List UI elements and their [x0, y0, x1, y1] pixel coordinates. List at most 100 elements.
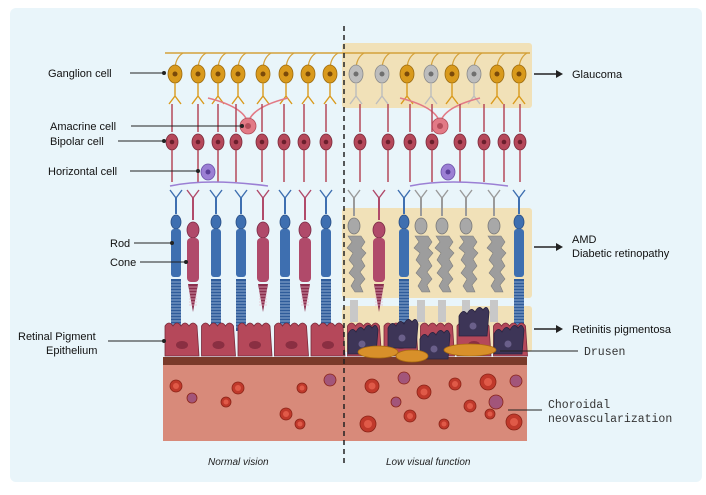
label-amd: AMD — [572, 234, 597, 246]
ganglion-nucleus — [471, 71, 477, 77]
rpe-nucleus — [322, 341, 334, 349]
ganglion-dendrite — [445, 83, 459, 105]
damaged-rpe-cluster — [458, 307, 490, 337]
ganglion-nucleus — [353, 71, 359, 77]
arrowhead-amd — [556, 243, 563, 251]
damaged-rpe-cluster — [493, 325, 525, 355]
ganglion-nucleus — [195, 71, 201, 77]
damaged-rpe-nucleus — [398, 334, 406, 342]
cone-outer-segment — [188, 284, 198, 312]
cone-inner-segment — [187, 238, 199, 282]
choroidal-vessel — [488, 394, 504, 410]
bipolar-nucleus — [501, 139, 507, 145]
damaged-rpe-cluster — [419, 330, 451, 360]
vessel-lumen — [484, 378, 492, 386]
bipolar-nucleus — [457, 139, 463, 145]
pointer-dot-horizontal — [196, 169, 200, 173]
label-rod: Rod — [110, 238, 130, 250]
rod-outer-segment — [236, 279, 246, 331]
degenerated-nucleus — [414, 217, 428, 235]
rod-outer-segment — [399, 279, 409, 331]
cone-nucleus — [372, 221, 386, 239]
caption-normal-vision: Normal vision — [208, 457, 269, 468]
ganglion-nucleus — [327, 71, 333, 77]
rod-nucleus — [320, 214, 332, 230]
rod-outer-segment — [171, 279, 181, 331]
vessel-lumen — [452, 381, 458, 387]
retinal-cells — [165, 64, 527, 331]
bipolar-nucleus — [281, 139, 287, 145]
ganglion-dendrite — [301, 83, 315, 105]
ganglion-nucleus — [172, 71, 178, 77]
ganglion-nucleus — [449, 71, 455, 77]
rod-nucleus — [279, 214, 291, 230]
rpe-cell — [274, 322, 309, 357]
bipolar-nucleus — [233, 139, 239, 145]
label-ganglion-cell: Ganglion cell — [48, 68, 112, 80]
bipolar-nucleus — [481, 139, 487, 145]
bipolar-nucleus — [259, 139, 265, 145]
rpe-cell — [164, 322, 200, 357]
damaged-rpe-nucleus — [358, 340, 366, 348]
ganglion-nucleus — [379, 71, 385, 77]
ganglion-dendrite — [256, 83, 270, 105]
right-labels: Glaucoma AMD Diabetic retinopathy Retini… — [500, 69, 672, 426]
ganglion-dendrite — [323, 83, 337, 105]
ganglion-nucleus — [404, 71, 410, 77]
rod-outer-segment — [514, 279, 524, 331]
rpe-cell — [201, 322, 236, 357]
degenerated-nucleus — [459, 217, 473, 235]
label-horizontal-cell: Horizontal cell — [48, 166, 117, 178]
label-bipolar-cell: Bipolar cell — [50, 136, 104, 148]
vessel-lumen — [297, 421, 303, 427]
rpe-nucleus — [285, 341, 298, 349]
rpe-nucleus — [176, 341, 188, 349]
rod-inner-segment — [211, 229, 221, 277]
degenerated-outer-segment — [417, 300, 425, 322]
ganglion-nucleus — [428, 71, 434, 77]
ganglion-dendrite — [424, 83, 438, 105]
ganglion-nucleus — [215, 71, 221, 77]
ganglion-nucleus — [283, 71, 289, 77]
degenerated-segment — [434, 235, 455, 293]
rod-inner-segment — [399, 229, 409, 277]
drusen-deposit — [443, 343, 497, 357]
damaged-rpe-cluster — [387, 319, 419, 349]
choroidal-vessel — [390, 396, 402, 408]
rod-nucleus — [235, 214, 247, 230]
pointer-dot-ganglion — [162, 71, 166, 75]
amacrine-nucleus — [437, 123, 443, 129]
label-glaucoma: Glaucoma — [572, 69, 623, 81]
cone-inner-segment — [299, 238, 311, 282]
rod-outer-segment — [280, 279, 290, 331]
degenerated-segment — [346, 235, 367, 293]
vessel-lumen — [235, 385, 241, 391]
label-cnv-line1: Choroidal — [548, 399, 610, 412]
rod-outer-segment — [211, 279, 221, 331]
rpe-nucleus — [212, 341, 225, 349]
pointer-dot-rpe — [162, 339, 166, 343]
label-rpe-line1: Retinal Pigment — [18, 331, 96, 343]
rod-inner-segment — [280, 229, 290, 277]
label-retinitis-pigmentosa: Retinitis pigmentosa — [572, 324, 672, 336]
choroidal-vessels — [169, 371, 523, 433]
choroidal-vessel — [323, 373, 337, 387]
cone-outer-segment — [374, 284, 384, 312]
pointer-dot-bipolar — [162, 139, 166, 143]
ganglion-dendrite — [349, 83, 363, 105]
ganglion-dendrite — [191, 83, 205, 105]
label-rpe-line2: Epithelium — [46, 345, 97, 357]
cone-inner-segment — [257, 238, 269, 282]
rod-inner-segment — [171, 229, 181, 277]
cone-outer-segment — [258, 284, 268, 312]
degenerated-outer-segment — [490, 300, 498, 322]
vessel-lumen — [441, 421, 447, 427]
bipolar-nucleus — [195, 139, 201, 145]
bipolar-nucleus — [323, 139, 329, 145]
label-cone: Cone — [110, 257, 136, 269]
cone-inner-segment — [373, 238, 385, 282]
ganglion-nucleus — [516, 71, 522, 77]
horizontal-process — [169, 181, 269, 187]
degenerated-outer-segment — [350, 300, 358, 322]
pointer-dot-rod — [170, 241, 174, 245]
